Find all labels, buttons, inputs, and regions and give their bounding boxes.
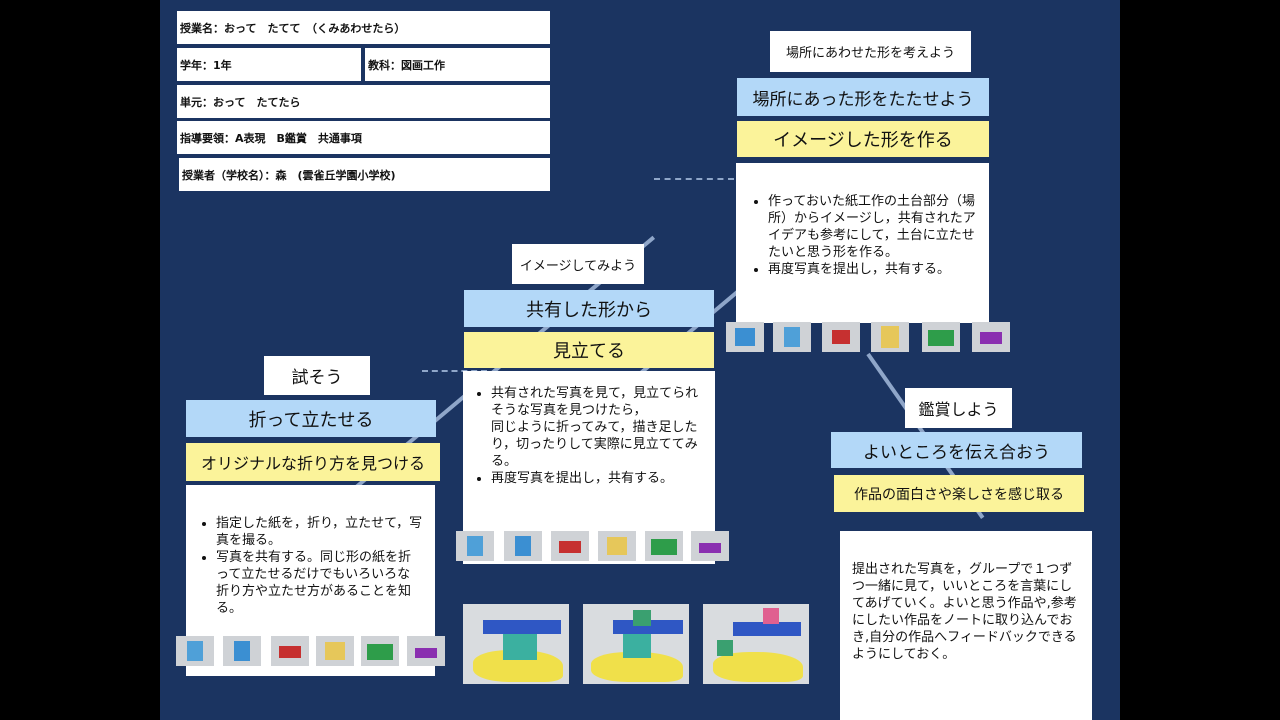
paper-thumb xyxy=(223,636,261,666)
paper-thumb xyxy=(691,531,729,561)
step3-tag: 場所にあわせた形を考えよう xyxy=(770,31,971,72)
paper-thumb xyxy=(726,322,764,352)
paper-thumb xyxy=(407,636,445,666)
artwork-photo xyxy=(703,604,809,684)
paper-thumb xyxy=(871,322,909,352)
paper-thumb xyxy=(176,636,214,666)
paper-thumb xyxy=(316,636,354,666)
step3-goal: イメージした形を作る xyxy=(737,121,989,157)
grade: 学年：1年 xyxy=(177,48,361,81)
unit: 単元：おって たてたら xyxy=(177,85,550,118)
subject: 教科：図画工作 xyxy=(365,48,550,81)
slide: 授業名：おって たてて （くみあわせたら） 学年：1年 教科：図画工作 単元：お… xyxy=(160,0,1120,720)
step2-bullet: 再度写真を提出し，共有する。 xyxy=(491,470,701,487)
step3-bullet: 再度写真を提出し，共有する。 xyxy=(768,261,977,278)
artwork-photo xyxy=(583,604,689,684)
paper-thumb xyxy=(361,636,399,666)
step1-bullet: 写真を共有する。同じ形の紙を折って立たせるだけでもいろいろな折り方や立たせ方があ… xyxy=(216,549,423,617)
dashed-line xyxy=(654,178,734,180)
paper-thumb xyxy=(645,531,683,561)
guideline: 指導要領：A表現 B鑑賞 共通事項 xyxy=(177,121,550,154)
lesson-name: 授業名：おって たてて （くみあわせたら） xyxy=(177,11,550,44)
step4-title: よいところを伝え合おう xyxy=(831,432,1082,468)
paper-thumb xyxy=(598,531,636,561)
step4-body: 提出された写真を，グループで１つずつ一緒に見て，いいところを言葉にしてあげていく… xyxy=(840,531,1092,720)
step3-bullet: 作っておいた紙工作の土台部分（場所）からイメージし，共有されたアイデアも参考にし… xyxy=(768,193,977,261)
teacher: 授業者（学校名）：森 (雲雀丘学園小学校) xyxy=(179,158,550,191)
paper-thumb xyxy=(822,322,860,352)
paper-thumb xyxy=(271,636,309,666)
step4-tag: 鑑賞しよう xyxy=(905,388,1012,428)
paper-thumb xyxy=(551,531,589,561)
step1-title: 折って立たせる xyxy=(186,400,436,437)
paper-thumb xyxy=(922,322,960,352)
step2-bullet: 共有された写真を見て，見立てられそうな写真を見つけたら， 同じように折ってみて，… xyxy=(491,385,701,470)
step2-title: 共有した形から xyxy=(464,290,714,327)
step4-goal: 作品の面白さや楽しさを感じ取る xyxy=(834,475,1084,512)
paper-thumb xyxy=(456,531,494,561)
step2-tag: イメージしてみよう xyxy=(512,244,644,284)
paper-thumb xyxy=(972,322,1010,352)
step1-bullet: 指定した紙を，折り，立たせて，写真を撮る。 xyxy=(216,515,423,549)
paper-thumb xyxy=(773,322,811,352)
artwork-photo xyxy=(463,604,569,684)
paper-thumb xyxy=(504,531,542,561)
step2-goal: 見立てる xyxy=(464,332,714,368)
step1-goal: オリジナルな折り方を見つける xyxy=(186,443,440,481)
step1-tag: 試そう xyxy=(264,356,370,395)
step3-title: 場所にあった形をたたせよう xyxy=(737,78,989,116)
step3-body: 作っておいた紙工作の土台部分（場所）からイメージし，共有されたアイデアも参考にし… xyxy=(736,163,989,323)
